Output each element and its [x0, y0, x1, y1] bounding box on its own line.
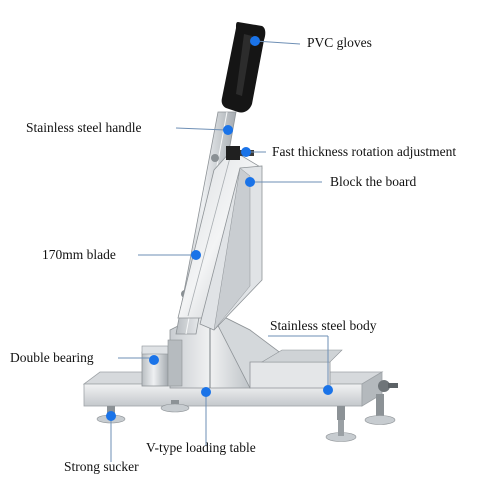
- leader-pvc-gloves: [254, 40, 301, 45]
- block-board: [199, 165, 263, 331]
- pvc-grip: [221, 22, 266, 113]
- suction-feet: [96, 380, 398, 442]
- callout-markers: [106, 36, 333, 421]
- marker-body: [323, 385, 333, 395]
- marker-block-board: [245, 177, 255, 187]
- marker-bearing: [149, 355, 159, 365]
- v-type-loading-table: [169, 309, 343, 389]
- label-pvc-gloves: PVC gloves: [307, 35, 372, 50]
- label-v-type-loading-table: V-type loading table: [146, 440, 256, 455]
- label-stainless-steel-handle: Stainless steel handle: [26, 120, 142, 135]
- label-170mm-blade: 170mm blade: [42, 247, 116, 262]
- leader-handle: [175, 127, 227, 131]
- marker-handle: [223, 125, 233, 135]
- label-stainless-steel-body: Stainless steel body: [270, 318, 377, 333]
- label-strong-sucker: Strong sucker: [64, 459, 139, 474]
- marker-sucker: [106, 411, 116, 421]
- label-block-the-board: Block the board: [330, 174, 417, 189]
- label-double-bearing: Double bearing: [10, 350, 94, 365]
- marker-blade: [191, 250, 201, 260]
- marker-thickness: [241, 147, 251, 157]
- bearing-block: [141, 339, 183, 387]
- label-fast-thickness-adjustment: Fast thickness rotation adjustment: [272, 144, 457, 159]
- marker-pvc-gloves: [250, 36, 260, 46]
- marker-loading-table: [201, 387, 211, 397]
